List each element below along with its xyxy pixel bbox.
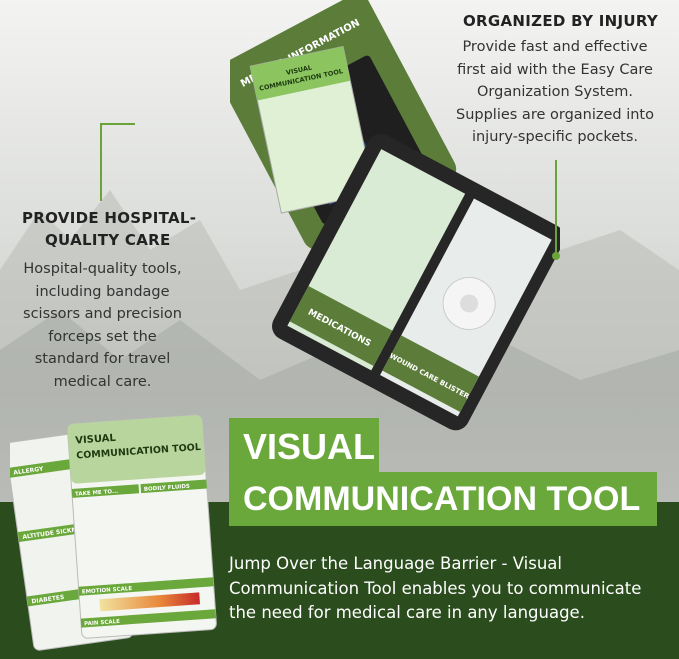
card-section-emotion: EMOTION SCALE [82,586,133,596]
card-section-bodily-fluids: BODILY FLUIDS [144,484,190,493]
callout-line-left [100,123,102,201]
callout-line-left-h [100,123,135,125]
card-section-allergy: ALLERGY [13,465,44,476]
callout-line-right [555,160,557,255]
communication-cards-image: ALLERGY ALTITUDE SICKNESS DIABETES VISUA… [10,414,217,651]
left-callout-heading-2: QUALITY CARE [45,231,171,249]
card-section-pain: PAIN SCALE [84,619,120,628]
first-aid-kit-image: MEDICAL INFORMATION VISUAL COMMUNICATION… [230,0,560,431]
description-text: Jump Over the Language Barrier - Visual … [229,554,642,622]
left-callout-text: Hospital-quality tools, including bandag… [23,261,182,390]
left-callout-heading-1: PROVIDE HOSPITAL- [22,209,197,227]
banner-line-2: COMMUNICATION TOOL [229,472,657,526]
card-section-take-me: TAKE ME TO... [75,489,119,498]
right-callout-heading: ORGANIZED BY INJURY [463,12,659,30]
banner-line-1: VISUAL [229,418,379,474]
card-section-diabetes: DIABETES [31,594,65,606]
right-callout-text: Provide fast and effective first aid wit… [455,39,654,145]
card-front-title-1: VISUAL [75,433,117,447]
callout-dot-right [552,252,560,260]
